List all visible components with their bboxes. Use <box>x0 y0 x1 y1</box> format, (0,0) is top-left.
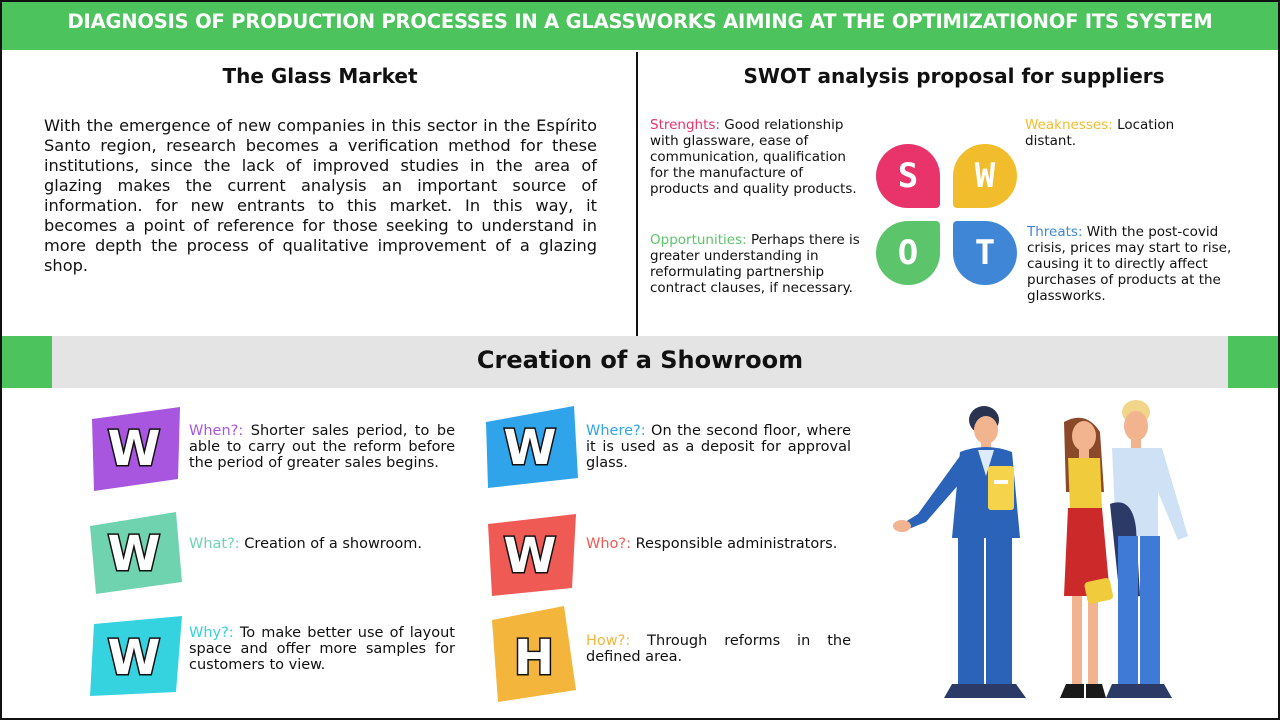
blonde-man <box>1106 400 1188 698</box>
swot-o-tile: O <box>876 221 940 285</box>
where-letter: W <box>504 420 557 476</box>
opportunities-label: Opportunities: <box>650 232 747 248</box>
strengths-text: Good relationship with glassware, ease o… <box>650 117 857 197</box>
right-green-tab <box>1228 336 1280 388</box>
swot-w-tile: W <box>953 144 1017 208</box>
why-item: Why?: To make better use of layout space… <box>189 625 455 673</box>
weaknesses-label: Weaknesses: <box>1025 117 1113 133</box>
swot-w-letter: W <box>974 156 996 196</box>
glass-market-body: With the emergence of new companies in t… <box>44 116 597 275</box>
where-label: Where?: <box>586 423 646 439</box>
where-w-icon: W <box>486 406 578 488</box>
when-text: Shorter sales period, to be able to carr… <box>189 423 455 471</box>
why-label: Why?: <box>189 625 234 641</box>
what-text: Creation of a showroom. <box>239 536 422 552</box>
when-label: When?: <box>189 423 244 439</box>
threats-label: Threats: <box>1027 224 1083 240</box>
business-people-illustration <box>893 400 1188 698</box>
swot-weaknesses: Weaknesses: Location distant. <box>1025 117 1225 149</box>
who-item: Who?: Responsible administrators. <box>586 536 851 552</box>
swot-s-tile: S <box>876 144 940 208</box>
column-divider <box>636 52 638 336</box>
what-label: What?: <box>189 536 240 552</box>
woman <box>1060 417 1114 698</box>
swot-threats: Threats: With the post-covid crisis, pri… <box>1027 224 1239 304</box>
who-label: Who?: <box>586 536 631 552</box>
how-text: Through reforms in the defined area. <box>586 633 851 665</box>
how-h-icon: H <box>492 606 576 702</box>
showroom-bar: Creation of a Showroom <box>52 336 1228 388</box>
when-w-icon: W <box>92 407 180 491</box>
what-item: What?: Creation of a showroom. <box>189 536 455 552</box>
man-in-suit <box>893 406 1026 698</box>
left-green-tab <box>0 336 52 388</box>
what-w-icon: W <box>90 512 182 594</box>
where-item: Where?: On the second floor, where it is… <box>586 423 851 471</box>
why-w-icon: W <box>90 616 182 696</box>
how-letter: H <box>514 630 554 686</box>
swot-s-letter: S <box>897 156 919 196</box>
strengths-label: Strenghts: <box>650 117 720 133</box>
who-letter: W <box>504 528 557 584</box>
who-w-icon: W <box>488 514 576 596</box>
why-letter: W <box>108 630 161 686</box>
who-text: Responsible administrators. <box>630 536 838 552</box>
swot-title: SWOT analysis proposal for suppliers <box>743 64 1165 88</box>
how-label: How?: <box>586 633 631 649</box>
page-title: DIAGNOSIS OF PRODUCTION PROCESSES IN A G… <box>67 10 1213 33</box>
opportunities-text: Perhaps there is greater understanding i… <box>650 232 860 296</box>
how-item: How?: Through reforms in the defined are… <box>586 633 851 665</box>
swot-strengths: Strenghts: Good relationship with glassw… <box>650 117 860 197</box>
where-text: On the second floor, where it is used as… <box>586 423 851 471</box>
what-letter: W <box>108 526 161 582</box>
threats-text: With the post-covid crisis, prices may s… <box>1027 224 1232 304</box>
weaknesses-text: Location distant. <box>1025 117 1175 149</box>
header-banner: DIAGNOSIS OF PRODUCTION PROCESSES IN A G… <box>0 0 1280 50</box>
when-item: When?: Shorter sales period, to be able … <box>189 423 455 471</box>
swot-o-letter: O <box>897 233 919 273</box>
swot-opportunities: Opportunities: Perhaps there is greater … <box>650 232 872 296</box>
swot-t-tile: T <box>953 221 1017 285</box>
glass-market-title: The Glass Market <box>222 64 418 88</box>
showroom-title: Creation of a Showroom <box>476 346 804 374</box>
why-text: To make better use of layout space and o… <box>189 625 455 673</box>
swot-t-letter: T <box>974 233 996 273</box>
when-letter: W <box>108 421 161 477</box>
